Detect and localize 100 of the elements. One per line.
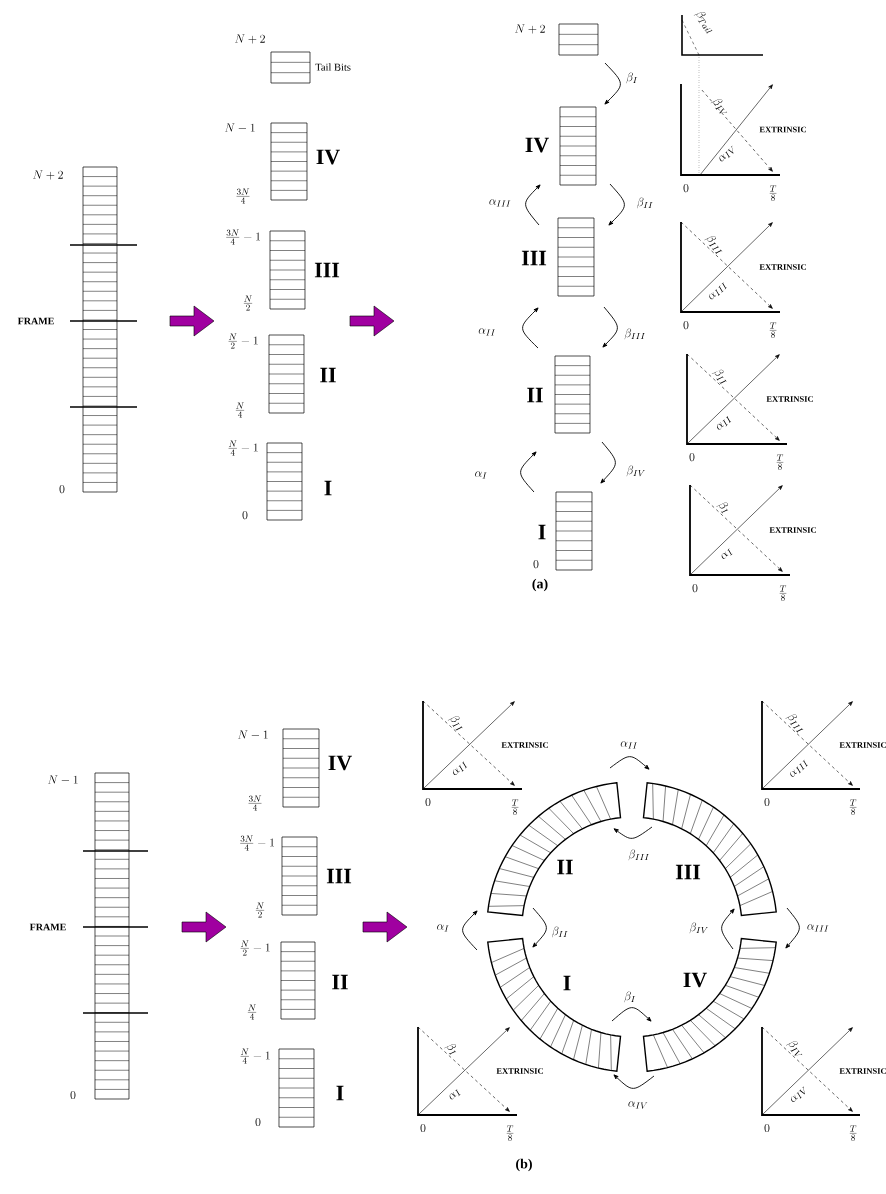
index-label: $\frac{3N}{4}-1$: [240, 835, 274, 851]
curve-label: $\alpha_{I}$: [721, 548, 733, 559]
tick-label: $0$: [683, 320, 689, 330]
curve-label: $\alpha_{II}$: [453, 761, 468, 776]
index-label: $N+2$: [33, 170, 63, 180]
frame-label: FRAME: [17, 317, 54, 325]
region-label: EXTRINSIC: [839, 742, 886, 748]
segment-label: I: [324, 480, 332, 496]
index-label: $N+2$: [235, 34, 265, 44]
panel-label: (b): [516, 1158, 532, 1172]
edge-label: $\beta_{I}$: [624, 991, 636, 1003]
segment-label: III: [521, 250, 547, 266]
index-label: $0$: [533, 559, 539, 569]
segment-label: IV: [316, 149, 340, 165]
segment-label: IV: [525, 137, 549, 153]
tick-label: $\frac{T}{8}$: [776, 454, 784, 470]
panel-label: (a): [532, 578, 548, 592]
curve-label: $\alpha_{II}$: [717, 415, 732, 430]
curved-arrow: [604, 62, 621, 105]
tick-label: $0$: [683, 183, 689, 193]
index-label: $\frac{N}{2}$: [255, 902, 265, 918]
index-label: $\frac{N}{2}-1$: [228, 333, 258, 349]
curve-label: $\alpha_{III}$: [790, 759, 808, 777]
index-label: $0$: [70, 1090, 76, 1100]
index-label: $0$: [242, 510, 248, 520]
edge-label: $\alpha_{III}$: [807, 924, 829, 932]
curve-label: $\beta_{Tail}$: [693, 12, 713, 34]
curved-arrow: [525, 184, 541, 226]
segment-label: II: [332, 974, 348, 990]
segment-label: III: [314, 262, 340, 278]
segment-label: II: [320, 367, 336, 383]
curved-arrow: [462, 910, 478, 951]
index-label: $\frac{N}{2}-1$: [240, 940, 270, 956]
curved-arrow: [520, 451, 537, 493]
tick-label: $0$: [764, 797, 770, 807]
index-label: $N+2$: [515, 24, 545, 34]
region-label: EXTRINSIC: [769, 527, 816, 533]
edge-label: $\beta_{II}$: [637, 197, 653, 209]
tick-label: $0$: [692, 583, 698, 593]
index-label: $N-1$: [224, 123, 255, 132]
region-label: EXTRINSIC: [759, 126, 806, 133]
curve-label: $\alpha_{I}$: [449, 1089, 461, 1100]
region-label: EXTRINSIC: [501, 742, 548, 748]
tick-label: $0$: [689, 452, 695, 462]
segment-label: II: [557, 859, 573, 875]
index-label: $\frac{N}{4}$: [235, 402, 245, 418]
edge-label: $\alpha_{I}$: [437, 924, 449, 932]
curved-arrow: [785, 907, 800, 949]
edge-label: $\beta_{IV}$: [689, 922, 708, 934]
region-label: EXTRINSIC: [496, 1068, 543, 1074]
curve-label: $\beta_{IV}$: [710, 99, 728, 114]
tail-label: Tail Bits: [315, 63, 351, 71]
tick-label: $0$: [764, 1123, 770, 1133]
curve-label: $\beta_{III}$: [704, 236, 723, 255]
region-label: EXTRINSIC: [839, 1068, 886, 1074]
segment-label: III: [675, 864, 701, 880]
curve-label: $\alpha_{IV}$: [719, 145, 734, 162]
region-label: EXTRINSIC: [766, 396, 813, 402]
index-label: $\frac{3N}{4}$: [236, 188, 250, 204]
segment-label: II: [527, 387, 543, 403]
curve-label: $\beta_{III}$: [785, 714, 804, 733]
curved-arrow: [721, 908, 735, 950]
curve-label: $\alpha_{III}$: [709, 282, 727, 300]
curved-arrow: [608, 183, 625, 226]
tick-label: $0$: [425, 797, 431, 807]
tick-label: $\frac{T}{8}$: [849, 1125, 857, 1141]
index-label: $N-1$: [47, 775, 78, 784]
curved-arrow: [613, 1074, 655, 1089]
edge-label: $\alpha_{I}$: [475, 471, 487, 479]
index-label: $0$: [59, 484, 65, 494]
tick-label: $\frac{T}{8}$: [769, 322, 777, 338]
index-label: $\frac{3N}{4}$: [248, 795, 262, 811]
curved-arrow: [602, 306, 618, 348]
edge-label: $\alpha_{IV}$: [628, 1101, 648, 1109]
curved-arrow: [600, 441, 616, 484]
segment-label: IV: [328, 755, 352, 771]
edge-label: $\beta_{II}$: [552, 926, 568, 938]
tick-label: $\frac{T}{8}$: [506, 1125, 514, 1141]
edge-label: $\beta_{III}$: [628, 849, 649, 861]
index-label: $0$: [255, 1117, 261, 1127]
segment-label: I: [336, 1085, 344, 1101]
curved-arrow: [609, 756, 650, 770]
edge-label: $\beta_{III}$: [624, 328, 645, 340]
curve-label: $\beta_{I}$: [716, 502, 729, 514]
edge-label: $\alpha_{II}$: [620, 741, 637, 749]
frame-label: FRAME: [29, 923, 66, 931]
curve-label: $\beta_{I}$: [444, 1044, 457, 1056]
segment-label: IV: [683, 972, 707, 988]
index-label: $\frac{N}{4}$: [247, 1004, 257, 1020]
tick-label: $\frac{T}{8}$: [511, 799, 519, 815]
segment-label: I: [563, 975, 571, 991]
index-label: $\frac{N}{2}$: [243, 295, 253, 311]
index-label: $N-1$: [237, 730, 268, 739]
curved-arrow: [532, 907, 547, 948]
curved-arrow: [613, 826, 653, 839]
curved-arrow: [522, 307, 539, 349]
index-label: $\frac{N}{4}-1$: [228, 440, 258, 456]
tick-label: $\frac{T}{8}$: [769, 185, 777, 201]
tick-label: $\frac{T}{8}$: [779, 585, 787, 601]
tick-label: $0$: [420, 1123, 426, 1133]
